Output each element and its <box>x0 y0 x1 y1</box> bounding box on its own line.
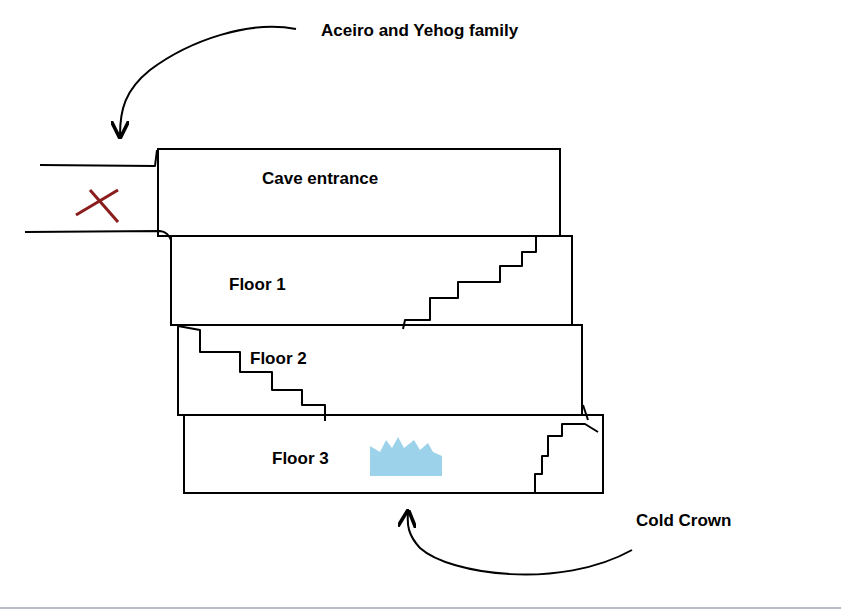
stairs <box>403 236 560 329</box>
ledge-top <box>40 150 157 166</box>
level-name: Floor 1 <box>229 276 286 295</box>
level-name: Cave entrance <box>262 170 378 189</box>
pointer-arrow <box>120 27 296 135</box>
window-edge <box>0 607 841 609</box>
cold-crown-shape <box>370 437 442 476</box>
callout-label: Cold Crown <box>636 512 731 531</box>
level-name: Floor 3 <box>272 450 329 469</box>
cross-mark <box>76 190 118 222</box>
cave-level-band: Floor 3 <box>183 414 604 494</box>
wall-mark <box>583 405 588 420</box>
callout-label: Aceiro and Yehog family <box>321 22 518 41</box>
stairs <box>535 424 598 492</box>
ledge-bottom <box>25 231 171 240</box>
level-name: Floor 2 <box>250 350 307 369</box>
cave-level-band: Cave entrance <box>157 148 561 237</box>
cave-level-band: Floor 1 <box>170 235 573 326</box>
pointer-arrow <box>408 513 632 575</box>
stairs <box>178 326 325 421</box>
cave-level-band: Floor 2 <box>177 324 583 416</box>
